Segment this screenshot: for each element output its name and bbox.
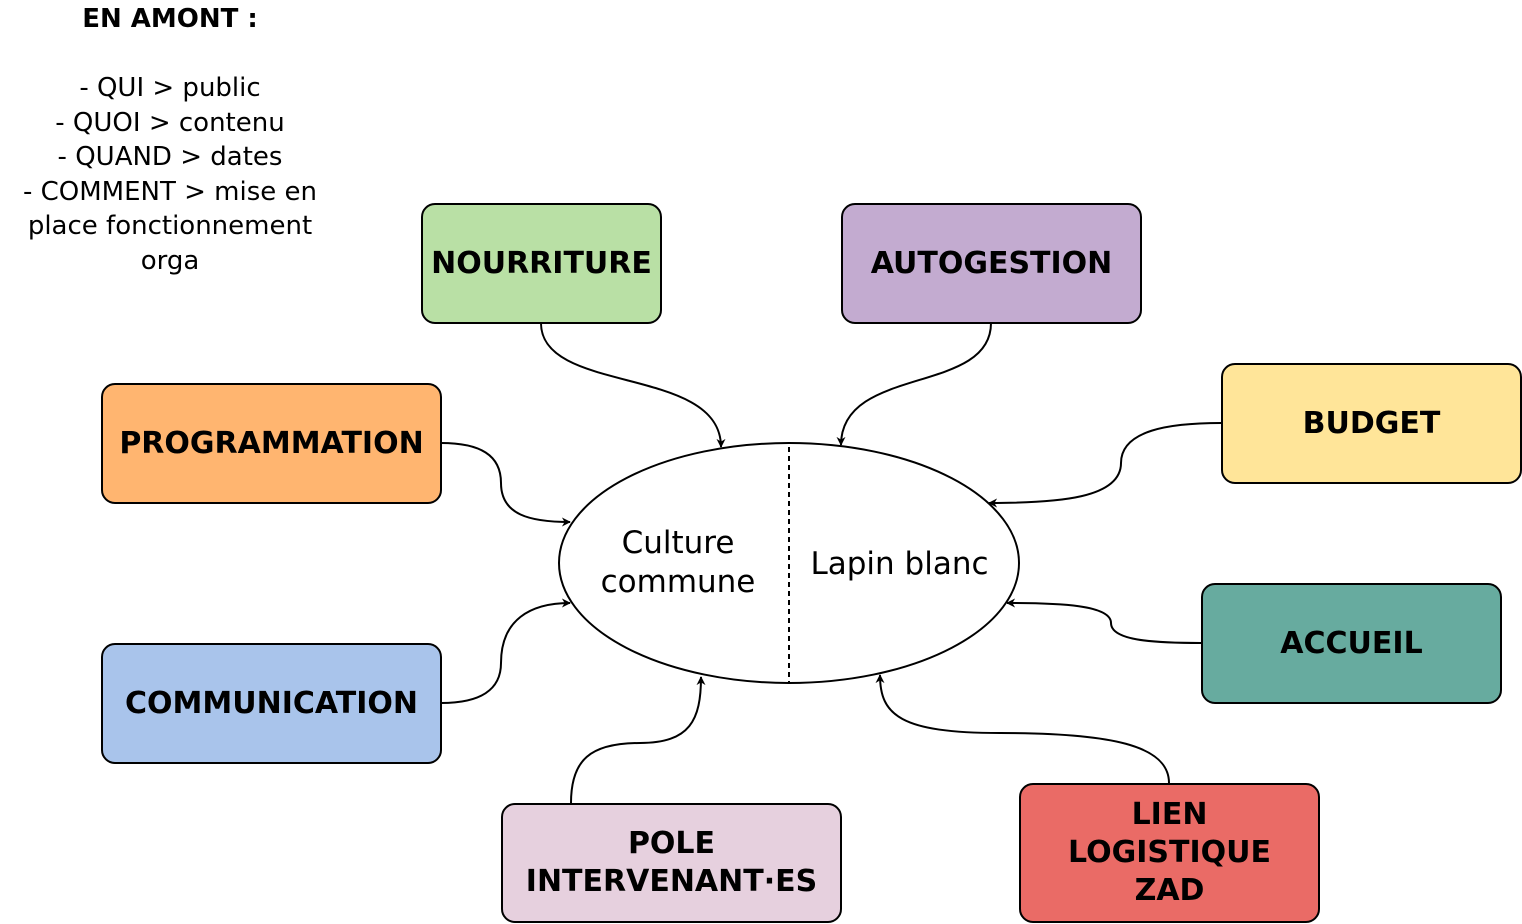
notes-block: EN AMONT : - QUI > public - QUOI > conte… [0,2,340,278]
center-ellipse [558,442,1020,684]
node-budget: BUDGET [1221,363,1522,484]
notes-spacer [0,37,340,72]
node-pole-label: POLE INTERVENANT·ES [525,826,818,899]
arrow-budget [988,422,1222,508]
node-budget-label: BUDGET [1302,405,1441,441]
node-lien-label: LIEN LOGISTIQUE ZAD [1068,797,1271,908]
arrow-lien [875,674,1170,784]
notes-title: EN AMONT : [82,4,258,34]
center-label-right: Lapin blanc [810,545,989,582]
node-accueil: ACCUEIL [1201,583,1502,704]
node-autogestion: AUTOGESTION [841,203,1142,324]
notes-line: - QUI > public [79,73,261,103]
arrow-autogestion [836,322,992,446]
notes-line: orga [140,245,200,276]
node-nourriture: NOURRITURE [421,203,662,324]
node-communication: COMMUNICATION [101,643,442,764]
notes-line: - QUAND > dates [57,142,283,172]
notes-line: - COMMENT > mise en [22,176,318,207]
arrow-communication [440,598,571,704]
node-lien-logistique-zad: LIEN LOGISTIQUE ZAD [1019,783,1320,923]
arrow-pole [570,676,706,804]
arrow-programmation [440,442,571,527]
arrow-nourriture [540,322,726,448]
node-programmation: PROGRAMMATION [101,383,442,504]
node-autogestion-label: AUTOGESTION [870,245,1113,281]
node-programmation-label: PROGRAMMATION [119,425,424,461]
node-nourriture-label: NOURRITURE [431,245,652,281]
center-label-left: Culture commune [600,525,756,600]
node-pole-intervenants: POLE INTERVENANT·ES [501,803,842,923]
notes-line: - QUOI > contenu [55,107,285,138]
node-accueil-label: ACCUEIL [1280,625,1423,661]
node-communication-label: COMMUNICATION [125,685,418,721]
notes-line: place fonctionnement [27,211,313,241]
arrow-accueil [1006,598,1202,644]
